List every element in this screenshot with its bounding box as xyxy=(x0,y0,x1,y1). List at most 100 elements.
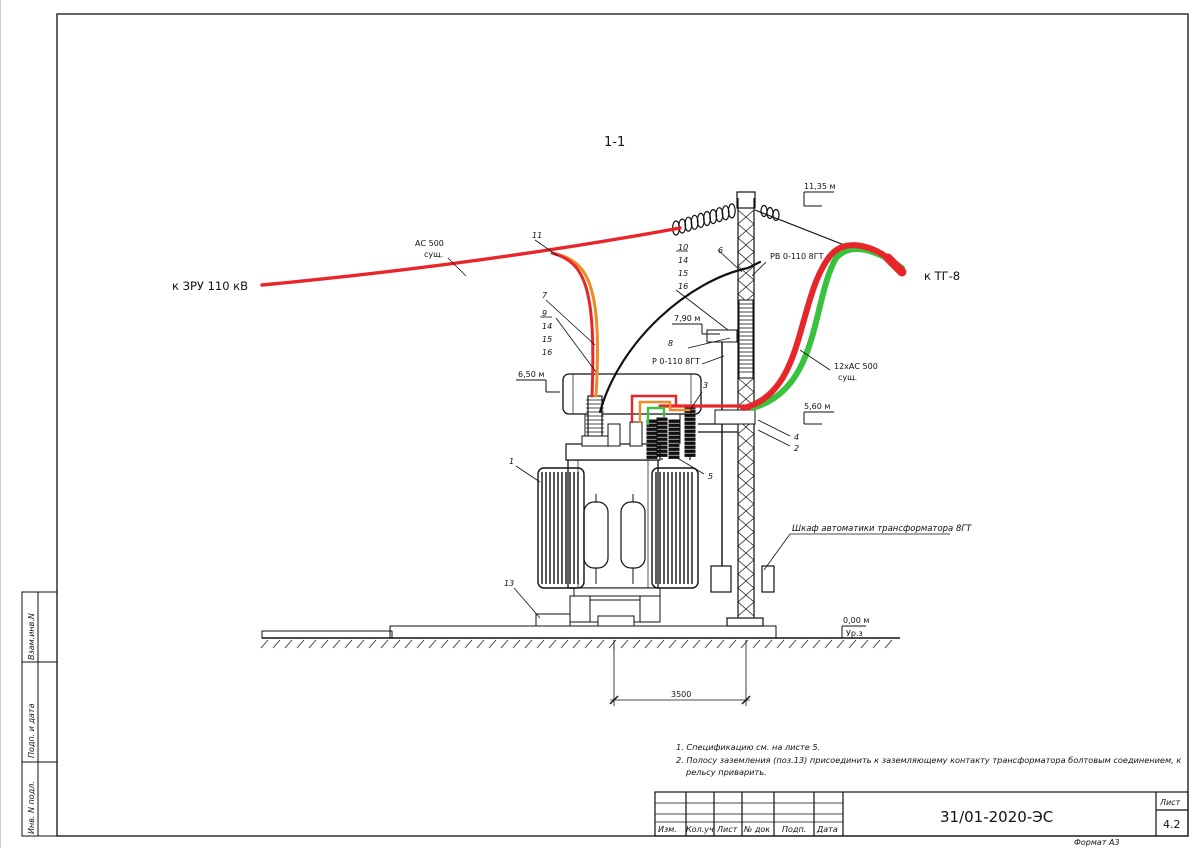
ground-hatch xyxy=(296,639,305,649)
callout-3: 3 xyxy=(703,381,708,390)
ground-hatch xyxy=(728,639,737,649)
callout-11: 11 xyxy=(532,231,542,240)
lattice-brace xyxy=(737,503,755,519)
arrester-disc xyxy=(656,437,668,441)
arrester-disc xyxy=(646,443,658,447)
lattice-brace xyxy=(737,279,755,295)
ground-hatch xyxy=(452,639,461,649)
leader-lines xyxy=(447,239,950,619)
ground-hatch xyxy=(596,639,605,649)
format-label: Формат А3 xyxy=(1074,838,1120,847)
elev-ground: 0,00 м xyxy=(843,616,869,625)
callout-2: 2 xyxy=(794,444,799,453)
arrester-disc xyxy=(656,449,668,453)
cable-left-line2: сущ. xyxy=(424,250,443,259)
ground-hatch xyxy=(476,639,485,649)
ground-hatch xyxy=(320,639,329,649)
lattice-brace xyxy=(737,475,755,491)
ground-hatch xyxy=(560,639,569,649)
ground-hatch xyxy=(272,639,281,649)
arrester-disc xyxy=(646,435,658,439)
arrester-disc xyxy=(668,431,680,435)
ground-hatch xyxy=(812,639,821,649)
arrester-disc xyxy=(646,451,658,455)
lattice-brace xyxy=(737,209,755,225)
tb-col-ndok: № док xyxy=(743,825,770,834)
lattice-brace xyxy=(737,447,755,463)
ground-hatch xyxy=(584,639,593,649)
section-label: 1-1 xyxy=(604,135,625,150)
arrester-disc xyxy=(668,435,680,439)
ground-hatch xyxy=(464,639,473,649)
callout-number: 16 xyxy=(678,282,688,291)
ground-hatch xyxy=(764,639,773,649)
lattice-brace xyxy=(737,517,755,533)
arrester-disc xyxy=(646,431,658,435)
elev-transformer: 6,50 м xyxy=(518,370,544,379)
insulator-string-right xyxy=(760,204,780,222)
arrester-disc xyxy=(684,425,696,429)
callout-7: 7 xyxy=(542,291,548,300)
cable-left-line1: АС 500 xyxy=(415,239,444,248)
conductors xyxy=(260,226,907,426)
dimension-line xyxy=(609,640,751,706)
ground-hatch xyxy=(692,639,701,649)
callout-4: 4 xyxy=(794,433,799,442)
arrester-disc xyxy=(646,439,658,443)
cable-right-line2: сущ. xyxy=(838,373,857,382)
lattice-brace xyxy=(737,461,755,477)
ground-hatch xyxy=(368,639,377,649)
lattice-brace xyxy=(737,587,755,603)
loop-green xyxy=(646,406,666,426)
callout-number: 10 xyxy=(678,243,688,252)
callout-number: 9 xyxy=(542,309,547,318)
ground-hatch xyxy=(284,639,293,649)
lattice-brace xyxy=(737,433,755,449)
ground-hatch xyxy=(536,639,545,649)
ground-hatch xyxy=(752,639,761,649)
callout-8: 8 xyxy=(668,339,673,348)
ground-hatch xyxy=(380,639,389,649)
note-2: 2. Полосу заземления (поз.13) присоедини… xyxy=(676,755,1181,765)
ground-hatch xyxy=(524,639,533,649)
right-feed-label: к ТГ-8 xyxy=(924,269,960,283)
lattice-brace xyxy=(737,237,755,253)
tb-col-podp: Подп. xyxy=(782,825,806,834)
insulator-disc xyxy=(727,203,736,219)
arrester-disc xyxy=(656,421,668,425)
ground-hatch xyxy=(260,639,269,649)
elevation-marks xyxy=(516,191,866,639)
note-1: 1. Спецификацию см. на листе 5. xyxy=(676,742,820,752)
power-transformer xyxy=(535,373,702,627)
tb-col-izm: Изм. xyxy=(658,825,677,834)
ground-hatch xyxy=(512,639,521,649)
arrester-disc xyxy=(646,455,658,459)
arrester-disc xyxy=(684,429,696,433)
arrester-disc xyxy=(656,433,668,437)
disconnector xyxy=(706,299,775,593)
arrester-disc xyxy=(668,439,680,443)
ground-hatch xyxy=(608,639,617,649)
ground-hatch xyxy=(800,639,809,649)
ground-hatch xyxy=(884,639,893,649)
arrester-disc xyxy=(668,427,680,431)
elev-mid: 7,90 м xyxy=(674,314,700,323)
switch-rv-label: РВ 0-110 8ГТ xyxy=(770,252,824,261)
arrester-disc xyxy=(656,441,668,445)
ground-hatch xyxy=(656,639,665,649)
ground-hatch xyxy=(332,639,341,649)
ground-hatch xyxy=(860,639,869,649)
doc-code: 31/01-2020-ЭС xyxy=(940,808,1053,826)
ground-hatch xyxy=(308,639,317,649)
ground-hatch xyxy=(488,639,497,649)
stamp-replaced: Взам.инв.N xyxy=(27,613,36,660)
bundle-red xyxy=(741,242,901,411)
ground-hatch xyxy=(440,639,449,649)
arrester-disc xyxy=(656,429,668,433)
arrester-disc xyxy=(646,447,658,451)
callout-number: 14 xyxy=(542,322,552,331)
dimension-value: 3500 xyxy=(671,690,691,699)
